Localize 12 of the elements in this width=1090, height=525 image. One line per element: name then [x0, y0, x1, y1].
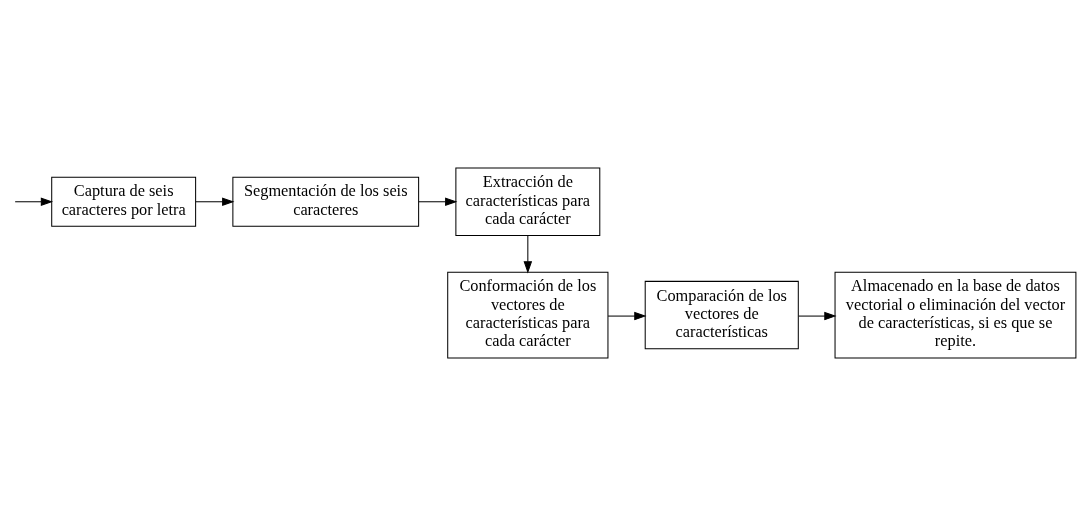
node-box: Conformación de los vectores de características para cada carácter — [447, 271, 609, 358]
node-box: Almacenado en la base de datos vectorial o eliminación del vector de características, si es que se repite. — [834, 271, 1077, 358]
node-box: Captura de seis caracteres por letra — [51, 176, 197, 227]
arrow — [195, 196, 235, 206]
node-box: Comparación de los vectores de características — [644, 280, 799, 349]
arrow — [798, 311, 837, 320]
node-box: Extracción de características para cada carácter — [455, 167, 601, 236]
arrow — [14, 196, 54, 206]
arrow — [418, 196, 458, 206]
arrow — [607, 311, 647, 320]
arrow — [523, 234, 533, 274]
node-box: Segmentación de los seis caracteres — [232, 176, 420, 227]
